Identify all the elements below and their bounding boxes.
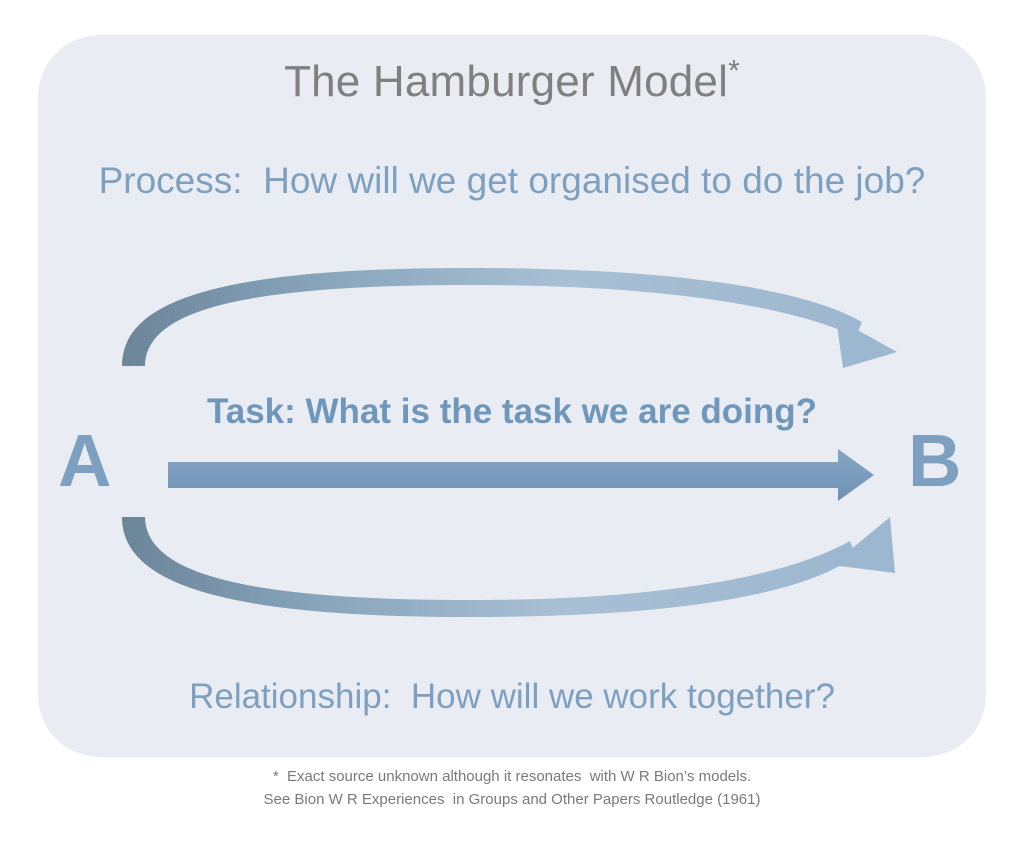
slide-panel-background [38, 35, 986, 757]
endpoint-label-a: A [58, 419, 112, 502]
footnote-line-2: See Bion W R Experiences in Groups and O… [263, 791, 761, 809]
relationship-label: Relationship: How will we work together? [189, 677, 835, 716]
endpoint-label-b: B [908, 419, 962, 502]
process-label: Process: How will we get organised to do… [98, 160, 926, 201]
task-label: Task: What is the task we are doing? [206, 392, 818, 431]
slide-title-text: The Hamburger Model [284, 57, 729, 106]
slide-title-footnote-marker: * [728, 54, 740, 88]
footnote: * Exact source unknown although it reson… [0, 765, 1024, 812]
footnote-line-1: * Exact source unknown although it reson… [272, 768, 752, 785]
slide-title: The Hamburger Model* [0, 54, 1024, 107]
